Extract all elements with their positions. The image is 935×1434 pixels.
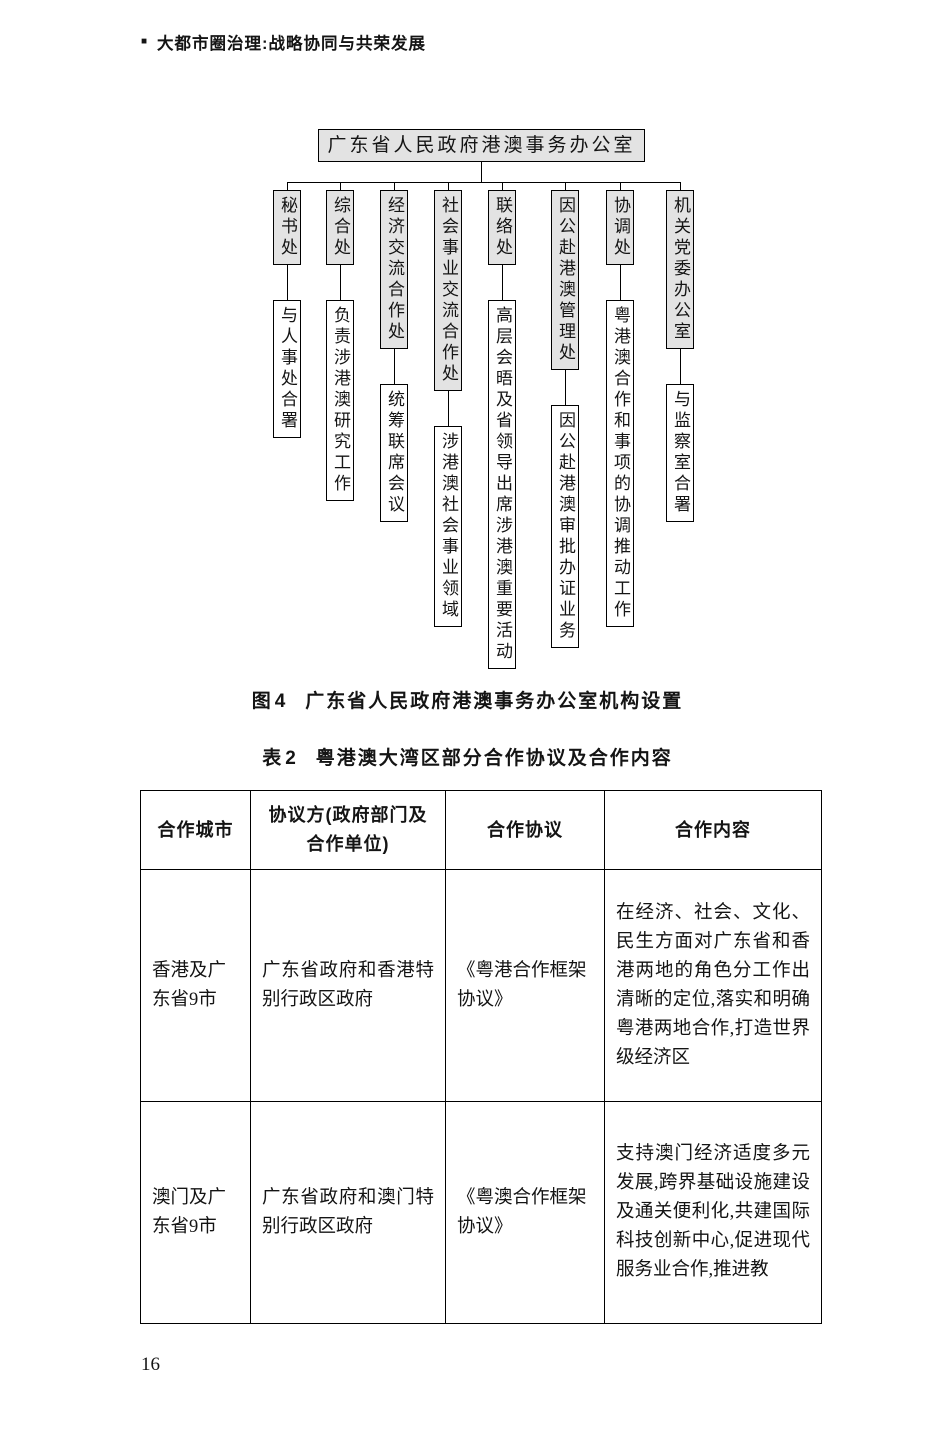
figure-caption-label: 图4 xyxy=(251,691,290,712)
connector-line xyxy=(287,182,680,183)
table-cell-agreement: 《粤港合作框架协议》 xyxy=(445,869,605,1102)
connector-line xyxy=(447,182,449,190)
connector-line xyxy=(481,162,482,182)
org-branch: 秘书处 与人事处合署 xyxy=(272,182,302,438)
connector-line xyxy=(339,182,341,190)
org-detail-box: 与监察室合署 xyxy=(666,384,694,522)
page-number: 16 xyxy=(141,1354,160,1375)
org-branch: 协调处 粤港澳合作和事项的协调推动工作 xyxy=(605,182,635,627)
column-header-city: 合作城市 xyxy=(140,790,251,870)
org-branch: 经济交流合作处 统筹联席会议 xyxy=(379,182,409,522)
org-detail-box: 高层会晤及省领导出席涉港澳重要活动 xyxy=(488,300,516,669)
figure-caption-text: 广东省人民政府港澳事务办公室机构设置 xyxy=(305,691,684,712)
table-cell-city: 澳门及广东省9市 xyxy=(140,1101,251,1324)
table-row: 澳门及广东省9市 广东省政府和澳门特别行政区政府 《粤澳合作框架协议》 支持澳门… xyxy=(140,1101,822,1324)
connector-line xyxy=(619,182,621,190)
connector-line xyxy=(393,349,395,384)
org-detail-box: 与人事处合署 xyxy=(273,300,301,438)
column-header-content: 合作内容 xyxy=(604,790,822,870)
table-header-row: 合作城市 协议方(政府部门及合作单位) 合作协议 合作内容 xyxy=(140,790,822,870)
org-detail-box: 因公赴港澳审批办证业务 xyxy=(551,405,579,648)
connector-line xyxy=(564,370,566,405)
connector-line xyxy=(339,265,341,300)
header-title: 大都市圈治理:战略协同与共荣发展 xyxy=(157,35,427,53)
org-branch: 社会事业交流合作处 涉港澳社会事业领域 xyxy=(433,182,463,627)
figure-caption: 图4 广东省人民政府港澳事务办公室机构设置 xyxy=(0,686,935,713)
table-cell-parties: 广东省政府和澳门特别行政区政府 xyxy=(250,1101,446,1324)
connector-line xyxy=(393,182,395,190)
org-branch: 联络处 高层会晤及省领导出席涉港澳重要活动 xyxy=(487,182,517,669)
table-cell-content: 支持澳门经济适度多元发展,跨界基础设施建设及通关便利化,共建国际科技创新中心,促… xyxy=(604,1101,822,1324)
org-detail-box: 涉港澳社会事业领域 xyxy=(434,426,462,627)
cooperation-table: 合作城市 协议方(政府部门及合作单位) 合作协议 合作内容 香港及广东省9市 广… xyxy=(140,790,822,1324)
org-dept-box: 秘书处 xyxy=(273,190,301,265)
org-dept-box: 联络处 xyxy=(488,190,516,265)
connector-line xyxy=(286,182,288,190)
table-cell-content: 在经济、社会、文化、民生方面对广东省和香港两地的角色分工作出清晰的定位,落实和明… xyxy=(604,869,822,1102)
connector-line xyxy=(619,265,621,300)
org-dept-box: 综合处 xyxy=(326,190,354,265)
table-caption-label: 表2 xyxy=(262,748,300,769)
org-branch: 机关党委办公室 与监察室合署 xyxy=(665,182,695,522)
org-detail-box: 统筹联席会议 xyxy=(380,384,408,522)
connector-line xyxy=(564,182,566,190)
org-dept-box: 经济交流合作处 xyxy=(380,190,408,349)
table-cell-agreement: 《粤澳合作框架协议》 xyxy=(445,1101,605,1324)
org-chart: 广东省人民政府港澳事务办公室 秘书处 与人事处合署 综合处 负责涉港澳研究工作 … xyxy=(0,114,935,672)
table-cell-parties: 广东省政府和香港特别行政区政府 xyxy=(250,869,446,1102)
org-dept-box: 社会事业交流合作处 xyxy=(434,190,462,391)
connector-line xyxy=(501,182,503,190)
org-detail-box: 负责涉港澳研究工作 xyxy=(326,300,354,501)
connector-line xyxy=(447,391,449,426)
org-branch: 综合处 负责涉港澳研究工作 xyxy=(325,182,355,501)
table-caption: 表2 粤港澳大湾区部分合作协议及合作内容 xyxy=(0,743,935,770)
column-header-parties: 协议方(政府部门及合作单位) xyxy=(250,790,446,870)
table-cell-city: 香港及广东省9市 xyxy=(140,869,251,1102)
org-dept-box: 机关党委办公室 xyxy=(666,190,694,349)
org-dept-box: 协调处 xyxy=(606,190,634,265)
section-marker-icon: ■ xyxy=(141,36,149,47)
org-dept-box: 因公赴港澳管理处 xyxy=(551,190,579,370)
org-root-box: 广东省人民政府港澳事务办公室 xyxy=(318,129,645,162)
org-branch: 因公赴港澳管理处 因公赴港澳审批办证业务 xyxy=(550,182,580,648)
table-row: 香港及广东省9市 广东省政府和香港特别行政区政府 《粤港合作框架协议》 在经济、… xyxy=(140,869,822,1102)
connector-line xyxy=(501,265,503,300)
connector-line xyxy=(679,349,681,384)
connector-line xyxy=(286,265,288,300)
page-header: ■ 大都市圈治理:战略协同与共荣发展 xyxy=(141,30,935,54)
table-caption-text: 粤港澳大湾区部分合作协议及合作内容 xyxy=(315,748,673,769)
org-detail-box: 粤港澳合作和事项的协调推动工作 xyxy=(606,300,634,627)
connector-line xyxy=(679,182,681,190)
column-header-agreement: 合作协议 xyxy=(445,790,605,870)
